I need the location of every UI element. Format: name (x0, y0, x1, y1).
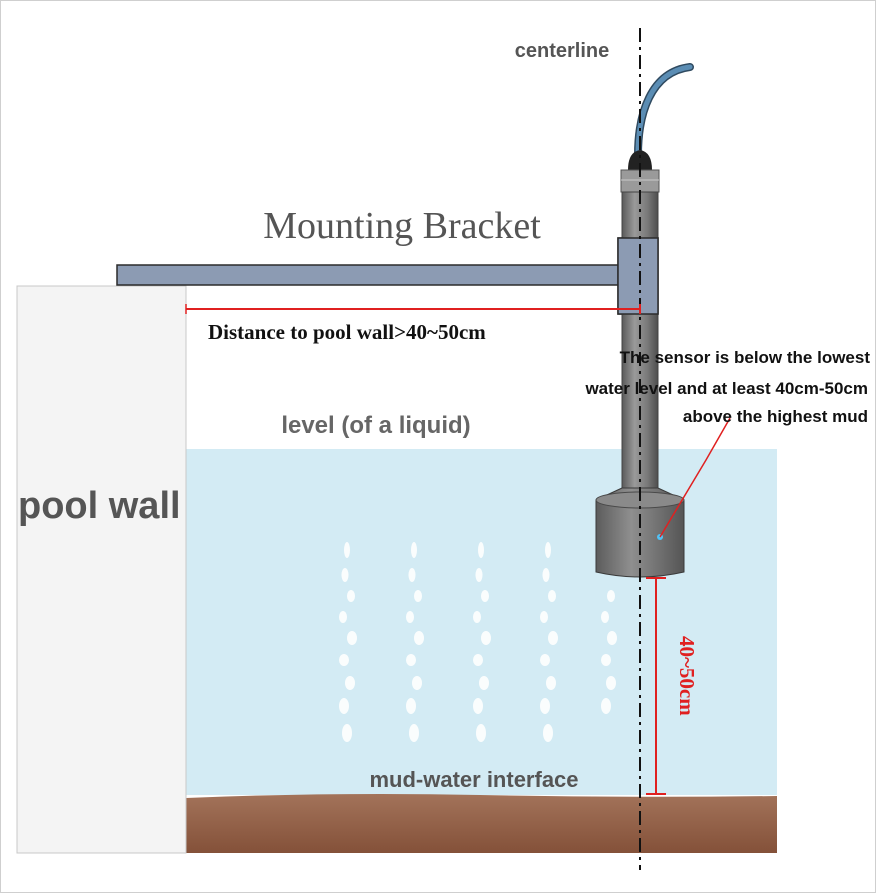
vertical-distance-label: 40~50cm (675, 636, 699, 716)
bubble-column (540, 542, 558, 742)
water-body (186, 449, 777, 795)
mounting-bracket-arm (116, 264, 628, 286)
pool-wall (16, 285, 187, 854)
bubble-column (339, 542, 357, 742)
sensor-note-line1: The sensor is below the lowest (620, 348, 871, 367)
centerline-label: centerline (515, 40, 609, 62)
sensor-note-line3: above the highest mud (683, 407, 868, 426)
liquid-level-label: level (of a liquid) (281, 412, 470, 439)
sensor-note-line2: water level and at least 40cm-50cm (584, 379, 868, 398)
mounting-bracket-label: Mounting Bracket (263, 205, 541, 247)
bubble-column (406, 542, 424, 742)
wall-distance-label: Distance to pool wall>40~50cm (208, 320, 486, 344)
mud-water-interface-label: mud-water interface (369, 767, 578, 792)
sensor-head (595, 487, 685, 578)
sensor-cable-gland (628, 150, 652, 170)
bubble-column (473, 542, 491, 742)
mud-layer (186, 794, 777, 853)
bubble-streams (339, 542, 617, 742)
pool-wall-label: pool wall (18, 485, 181, 527)
sensor-note-leader (659, 417, 731, 538)
bubble-column (601, 590, 617, 714)
